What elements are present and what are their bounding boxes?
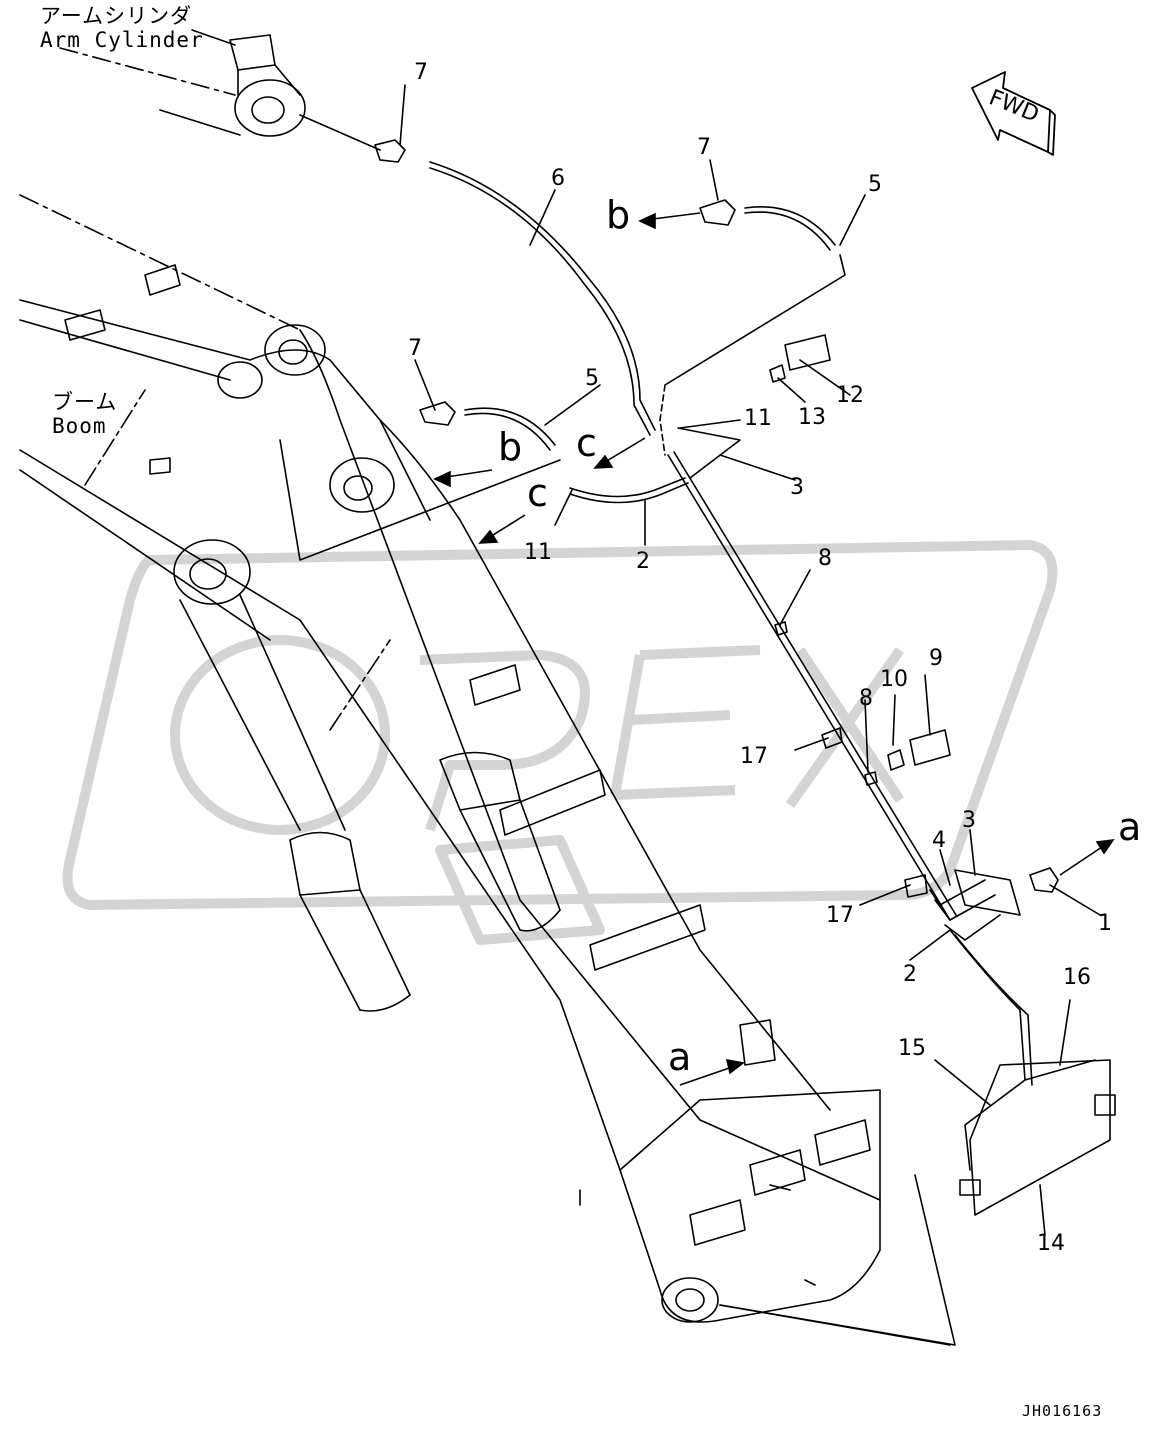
view-marker-b-lower: b (498, 425, 523, 469)
callout-8-lower: 8 (859, 686, 873, 711)
fittings (374, 139, 1116, 1196)
callout-11-left: 11 (524, 540, 552, 565)
callout-4: 4 (932, 828, 946, 853)
drawing-code: JH016163 (1022, 1402, 1103, 1420)
callout-10: 10 (880, 667, 908, 692)
callout-2-lower: 2 (903, 962, 917, 987)
arm-cylinder-label-jp: アームシリンダ (40, 4, 193, 28)
pipes-lower (929, 879, 1096, 1171)
callout-14: 14 (1037, 1231, 1065, 1256)
leader-a-block (719, 1174, 956, 1346)
callout-7-low: 7 (408, 336, 422, 361)
pipe-3 (677, 427, 741, 479)
boom-label-jp: ブーム (52, 390, 118, 414)
leader-5-lower (279, 439, 561, 561)
callout-15: 15 (898, 1036, 926, 1061)
callout-5-upper: 5 (868, 172, 882, 197)
callout-3-lower: 3 (962, 808, 976, 833)
boom-clamps (64, 264, 871, 1286)
watermark-logo (62, 540, 1058, 945)
callout-2-upper: 2 (636, 549, 650, 574)
callout-13: 13 (798, 405, 826, 430)
view-marker-c-lower: c (527, 471, 548, 515)
arm-cylinder (59, 34, 381, 151)
arm-cylinder-label-en: Arm Cylinder (40, 28, 204, 52)
view-arrows (433, 212, 1115, 1086)
hose-5-upper (744, 206, 836, 251)
view-marker-a-right: a (1118, 805, 1142, 849)
view-marker-a-left: a (668, 1035, 692, 1079)
fwd-arrow-icon (971, 71, 1056, 156)
callout-6: 6 (551, 166, 565, 191)
leader-view-c (659, 384, 666, 456)
hose-5-lower (464, 407, 556, 451)
callout-11-right: 11 (744, 406, 772, 431)
pipe-2 (569, 477, 689, 504)
frame-14 (969, 1059, 1111, 1216)
leader-5-upper (664, 254, 846, 386)
view-marker-c-upper: c (576, 421, 597, 465)
hose-6 (429, 161, 656, 436)
callout-17-upper: 17 (740, 744, 768, 769)
boom (19, 194, 951, 1346)
callout-17-lower: 17 (826, 903, 854, 928)
callout-7-mid: 7 (697, 135, 711, 160)
pipe-main (667, 451, 957, 921)
leader-arm-cylinder (191, 29, 236, 46)
callout-16: 16 (1063, 965, 1091, 990)
callout-leaders (399, 84, 1101, 1236)
callout-12: 12 (836, 383, 864, 408)
connector-block-outline (954, 869, 1021, 916)
callout-8-upper: 8 (818, 546, 832, 571)
arm-cylinder-mount (439, 751, 561, 932)
callout-1: 1 (1098, 911, 1112, 936)
callout-3-upper: 3 (790, 475, 804, 500)
callout-9: 9 (929, 646, 943, 671)
callout-7-top: 7 (414, 60, 428, 85)
callout-5-lower: 5 (585, 366, 599, 391)
view-marker-b-upper: b (606, 193, 631, 237)
boom-label-en: Boom (52, 414, 107, 438)
boom-cylinder (84, 389, 411, 1012)
